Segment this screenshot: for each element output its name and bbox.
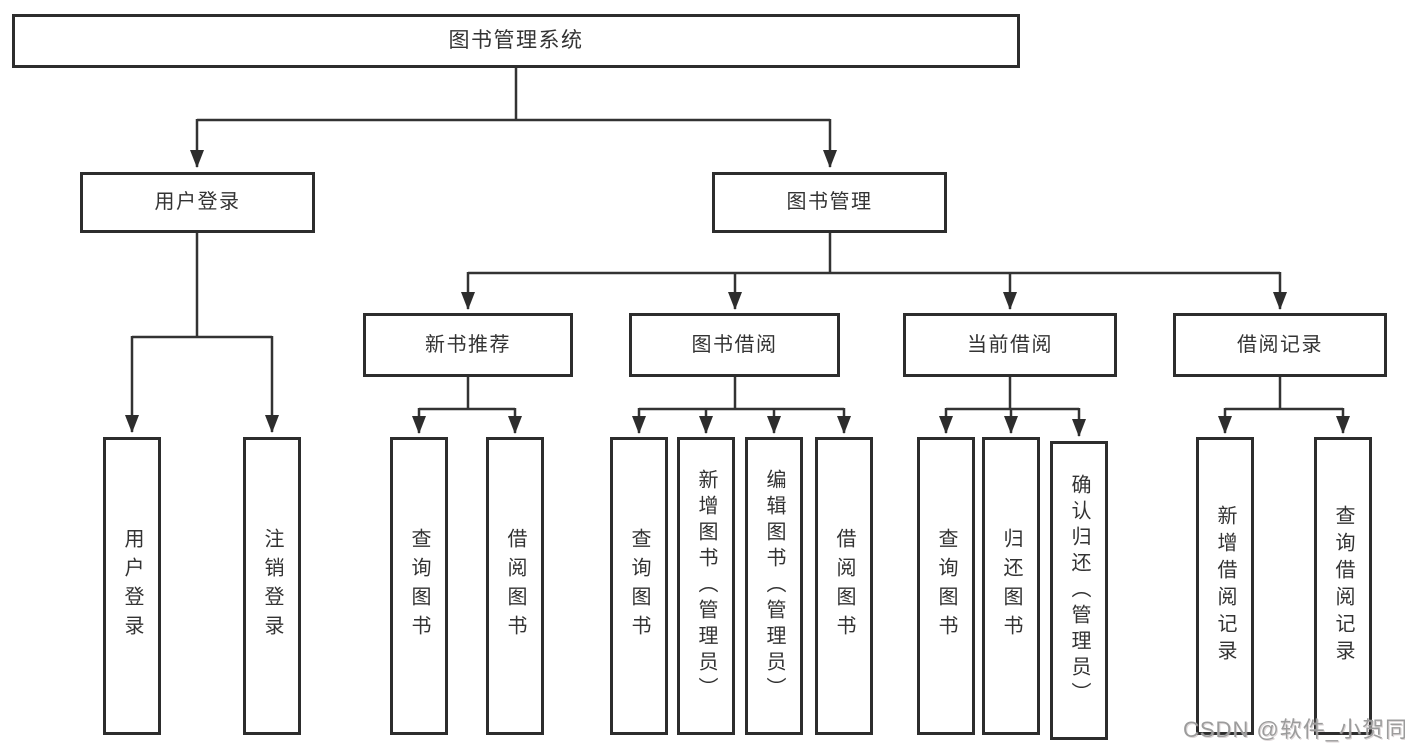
leaf-borrow-books-2: 借阅图书: [815, 437, 873, 735]
leaf-query-books-3: 查询图书: [917, 437, 975, 735]
csdn-watermark: CSDN @软件_小贺同学: [1183, 717, 1405, 742]
leaf-user-login: 用户登录: [103, 437, 161, 735]
node-borrow-records: 借阅记录: [1173, 313, 1387, 377]
leaf-return-book: 归还图书: [982, 437, 1040, 735]
node-root: 图书管理系统: [12, 14, 1020, 68]
leaf-borrow-books-1: 借阅图书: [486, 437, 544, 735]
leaf-logout: 注销登录: [243, 437, 301, 735]
leaf-edit-book-admin: 编辑图书（管理员）: [745, 437, 803, 735]
node-user-login: 用户登录: [80, 172, 315, 233]
node-book-borrow: 图书借阅: [629, 313, 840, 377]
leaf-add-borrow-record: 新增借阅记录: [1196, 437, 1254, 735]
leaf-add-book-admin: 新增图书（管理员）: [677, 437, 735, 735]
leaf-query-borrow-record: 查询借阅记录: [1314, 437, 1372, 735]
leaf-confirm-return-admin: 确认归还（管理员）: [1050, 441, 1108, 740]
node-current-borrow: 当前借阅: [903, 313, 1117, 377]
node-book-management: 图书管理: [712, 172, 947, 233]
node-new-book-recommend: 新书推荐: [363, 313, 573, 377]
leaf-query-books-2: 查询图书: [610, 437, 668, 735]
leaf-query-books-1: 查询图书: [390, 437, 448, 735]
